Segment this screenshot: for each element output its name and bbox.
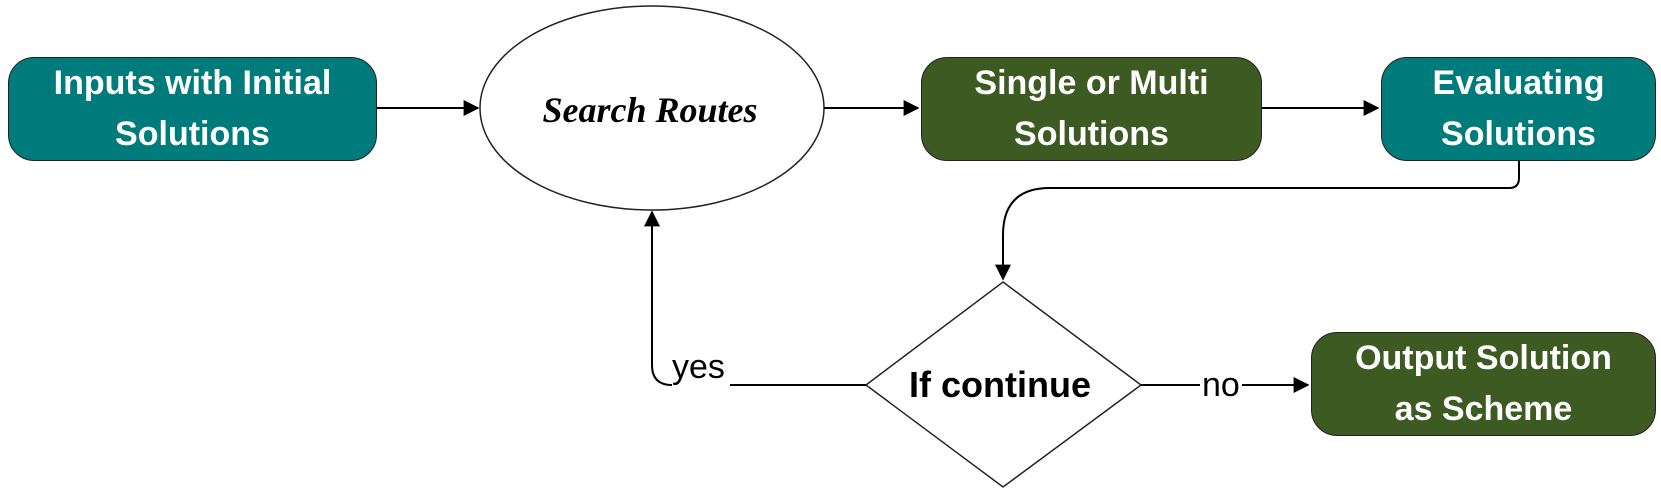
single-multi-node[interactable]: Single or Multi Solutions: [921, 57, 1262, 161]
evaluating-node[interactable]: Evaluating Solutions: [1381, 57, 1656, 161]
arrow-decision-to-search-yes: [652, 212, 866, 386]
if-continue-label: If continue: [909, 364, 1091, 405]
yes-label: yes: [670, 348, 727, 386]
inputs-node[interactable]: Inputs with Initial Solutions: [8, 57, 377, 161]
search-routes-label: Search Routes: [542, 90, 758, 130]
if-continue-diamond[interactable]: [864, 281, 1143, 488]
arrow-evaluating-to-decision: [995, 161, 1520, 281]
output-node[interactable]: Output Solution as Scheme: [1311, 332, 1656, 436]
no-label: no: [1200, 366, 1242, 404]
